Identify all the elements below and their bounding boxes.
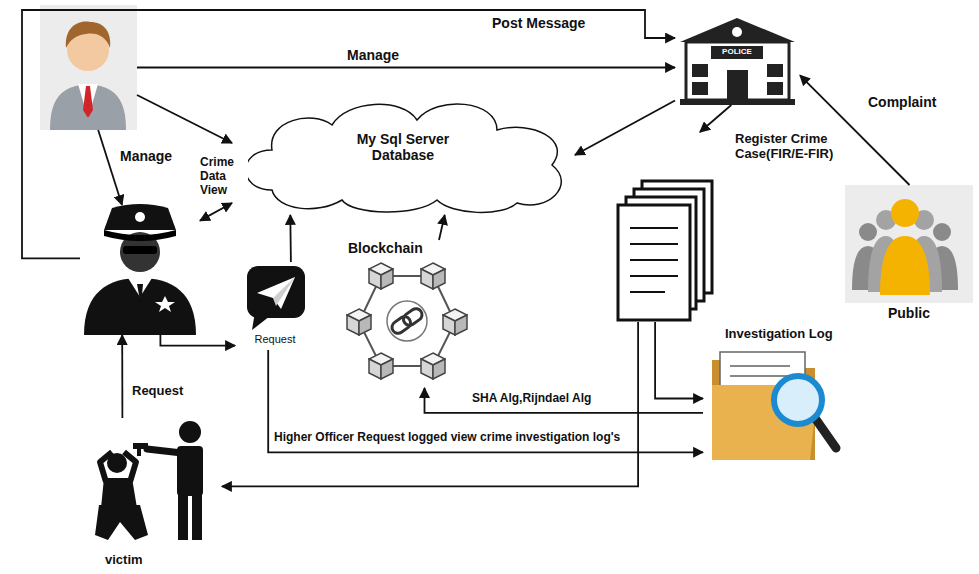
flow-arrow <box>160 335 235 346</box>
edge-label: Crime Data View <box>198 156 248 197</box>
database-cloud-shape <box>246 104 562 212</box>
edge-label: Post Message <box>490 15 587 31</box>
node-text: Blockchain <box>348 240 448 256</box>
fir-documents: Register Crime Case(FIR/E-FIR) <box>615 132 851 322</box>
node-text: POLICE <box>712 47 762 56</box>
flow-arrow <box>655 322 703 399</box>
flow-arrow <box>98 130 122 205</box>
police-station: POLICE <box>675 15 800 105</box>
node-text: victim <box>105 553 165 568</box>
flow-arrow <box>222 322 638 486</box>
public-figure <box>845 185 973 303</box>
flow-arrow <box>22 10 675 258</box>
police-station-figure <box>680 18 795 105</box>
flow-arrow <box>137 95 232 143</box>
edge-label: Manage <box>118 148 174 164</box>
flow-arrow <box>121 335 123 418</box>
flow-arrow <box>425 388 704 413</box>
flow-arrow <box>137 67 675 69</box>
edge-label: Higher Officer Request logged view crime… <box>272 431 622 445</box>
victim-actor: victim <box>95 418 222 570</box>
blockchain-node: Blockchain <box>340 240 472 388</box>
flow-arrow <box>200 203 232 221</box>
edge-label: SHA Alg,Rijndael Alg <box>470 392 593 406</box>
flow-arrow <box>700 105 731 132</box>
investigation-log-figure <box>712 352 836 460</box>
flow-arrow <box>439 215 445 240</box>
blockchain-figure <box>347 263 467 379</box>
node-text: Public <box>845 305 973 321</box>
node-text: Request <box>235 333 315 346</box>
node-text: Register Crime Case(FIR/E-FIR) <box>735 132 850 162</box>
request-icon-figure <box>247 266 305 330</box>
edge-label: Complaint <box>866 94 938 110</box>
admin-actor <box>40 5 137 130</box>
edge-label: Manage <box>345 47 401 63</box>
document-stack-figure <box>618 181 712 320</box>
database-cloud: My Sql Server Database <box>232 95 575 215</box>
edge-label: Request <box>130 384 185 399</box>
request-icon: Request <box>235 262 316 350</box>
officer-actor <box>80 205 200 335</box>
admin-figure <box>40 5 137 130</box>
node-text: Investigation Log <box>725 327 849 342</box>
officer-figure <box>84 204 196 335</box>
victim-figure <box>95 421 203 540</box>
flow-arrow <box>575 101 675 156</box>
node-text: My Sql Server Database <box>328 131 478 163</box>
investigation-log: Investigation Log <box>703 327 850 470</box>
public-actor: Public <box>845 185 974 323</box>
flow-arrow <box>289 215 291 262</box>
flow-arrow <box>800 75 910 185</box>
